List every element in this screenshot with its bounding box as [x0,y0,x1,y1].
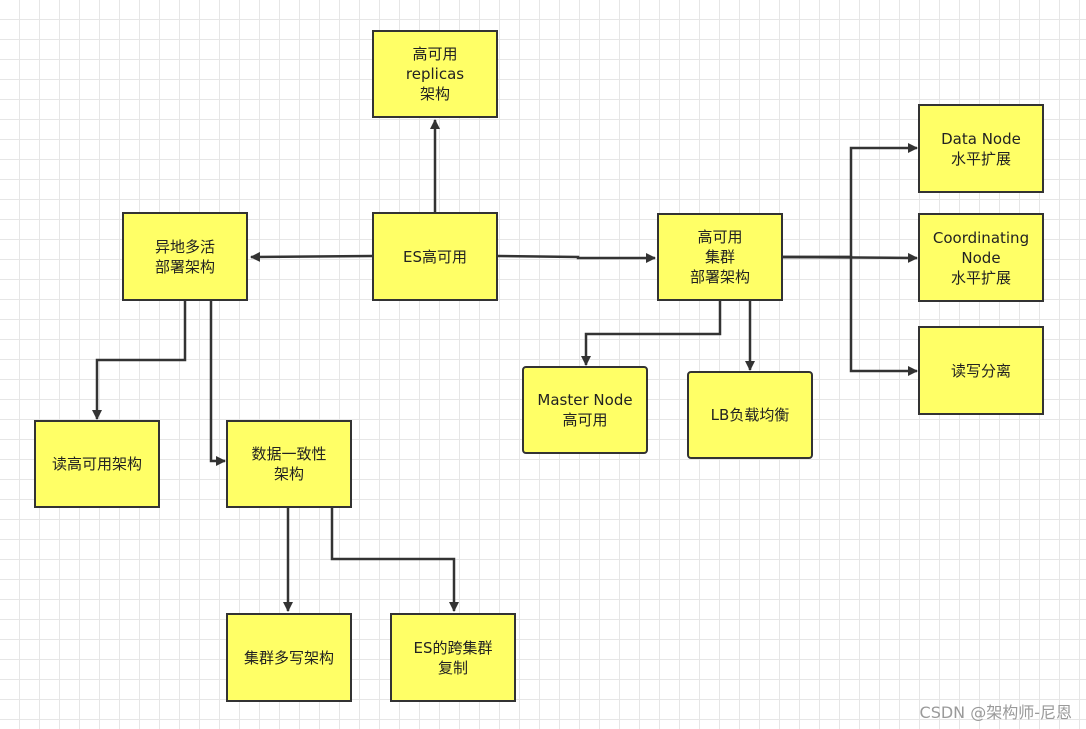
edge-cluster-to-rw-split [783,255,918,376]
node-es-cross-cluster-replication[interactable]: ES的跨集群 复制 [390,613,516,702]
edge-multi-site-to-read-ha [92,301,187,420]
node-es-high-availability[interactable]: ES高可用 [372,212,498,301]
node-data-node-scaling[interactable]: Data Node 水平扩展 [918,104,1044,193]
edge-cluster-to-data-node [783,143,918,259]
watermark-text: CSDN @架构师-尼恩 [919,703,1072,722]
node-read-ha-architecture[interactable]: 读高可用架构 [34,420,160,508]
node-data-consistency[interactable]: 数据一致性 架构 [226,420,352,508]
edge-es-to-cluster [497,253,656,263]
edge-cluster-to-master-node [581,301,722,366]
node-read-write-split[interactable]: 读写分离 [918,326,1044,415]
node-coordinating-node-scaling[interactable]: Coordinating Node 水平扩展 [918,213,1044,302]
node-master-node-ha[interactable]: Master Node 高可用 [522,366,648,454]
edge-consistency-to-ccr [330,508,459,612]
node-lb-load-balancing[interactable]: LB负载均衡 [687,371,813,459]
node-multi-site-active[interactable]: 异地多活 部署架构 [122,212,248,301]
node-ha-cluster-deployment[interactable]: 高可用 集群 部署架构 [657,213,783,301]
edge-es-to-multi-site [250,251,373,262]
node-multi-write-cluster[interactable]: 集群多写架构 [226,613,352,702]
edge-multi-site-to-consistency [209,301,226,466]
node-replicas-architecture[interactable]: 高可用 replicas 架构 [372,30,498,118]
